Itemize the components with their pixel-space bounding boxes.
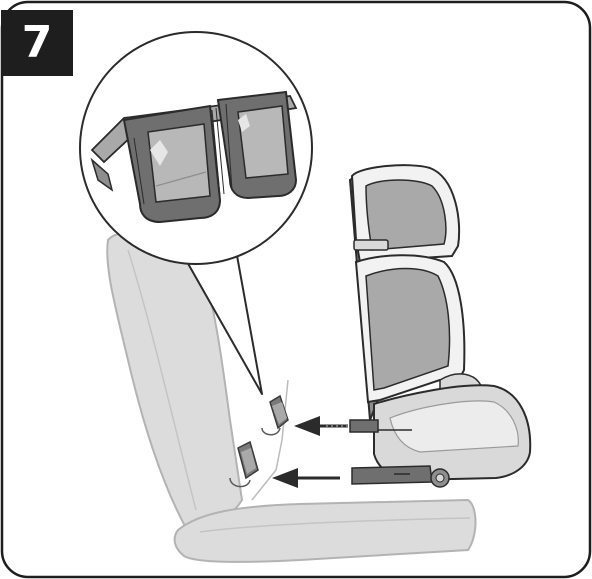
step-number: 7 (22, 21, 53, 65)
step-number-badge: 7 (1, 10, 73, 76)
